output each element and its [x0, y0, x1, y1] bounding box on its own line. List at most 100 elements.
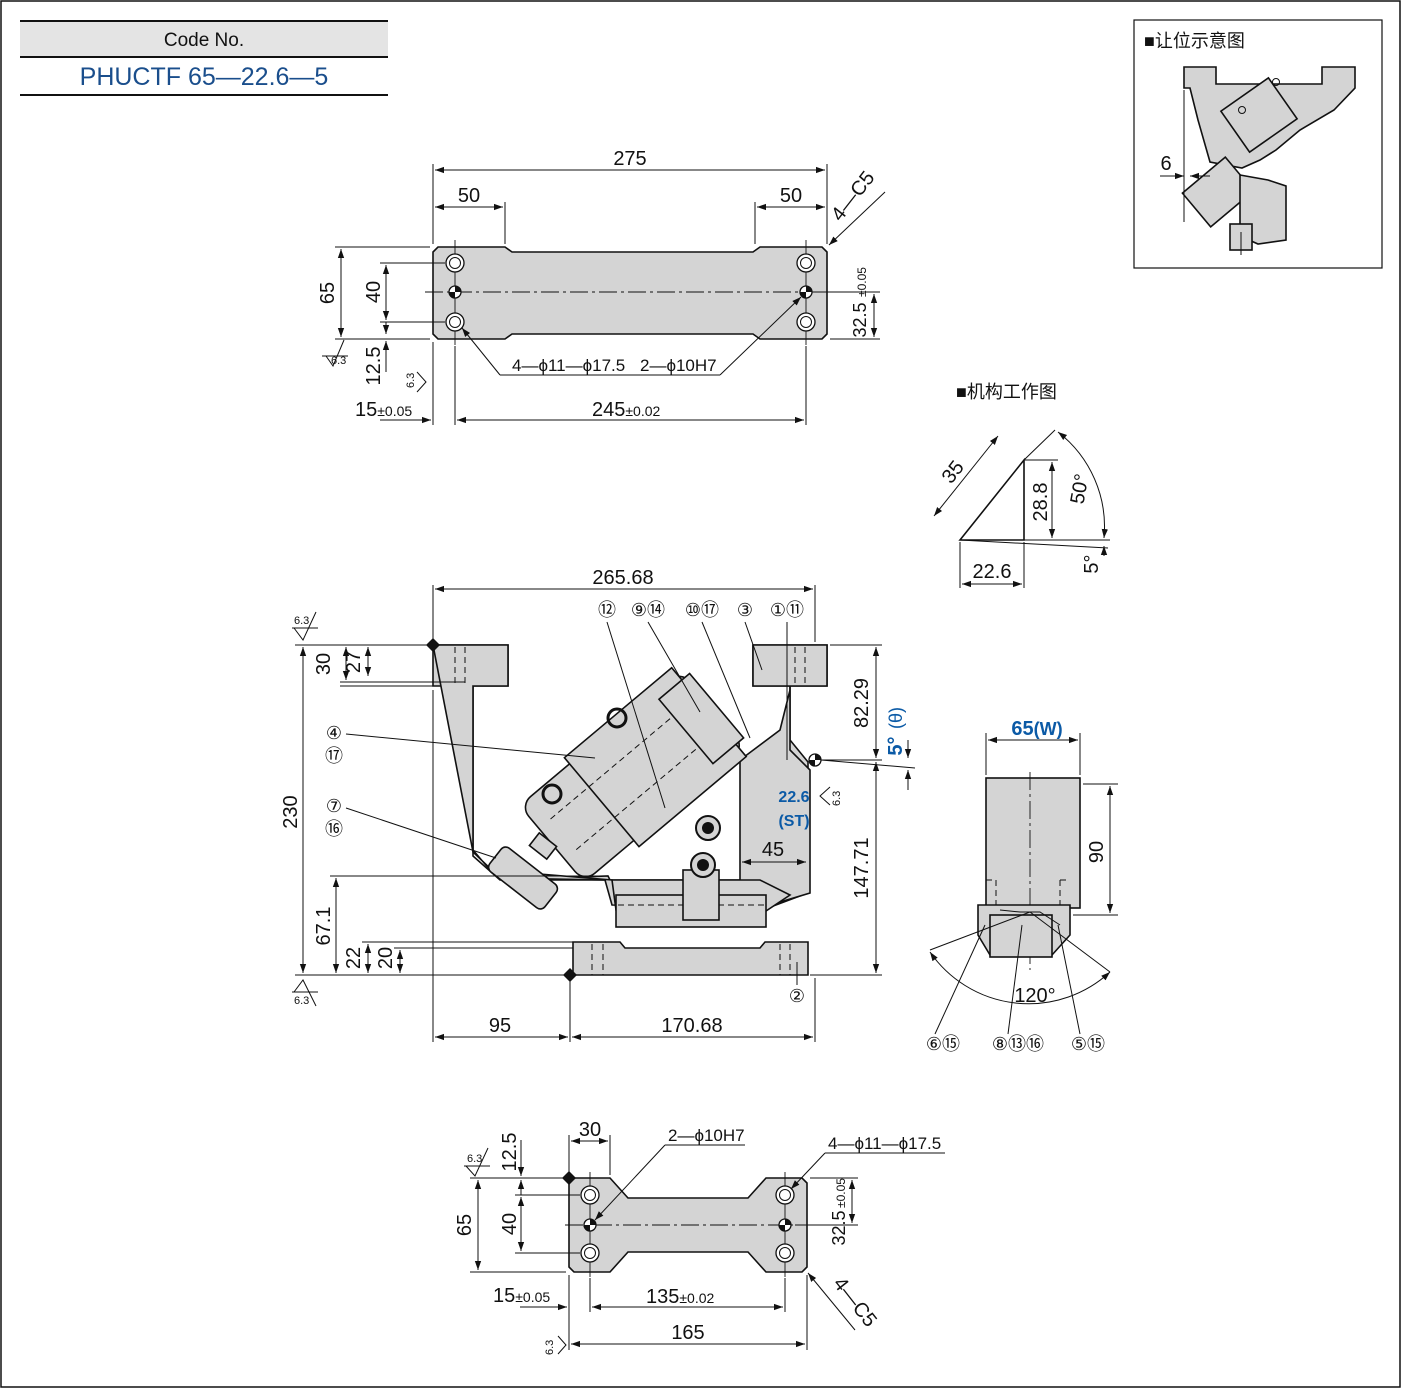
mech-angle-50: 50° — [1067, 472, 1094, 506]
front-dim-170-68: 170.68 — [661, 1015, 722, 1037]
top-dim-50-left: 50 — [458, 185, 480, 207]
callout-12: ⑫ — [598, 600, 616, 620]
callout-10-17: ⑩⑰ — [685, 600, 719, 620]
top-dim-15: 15±0.05 — [355, 399, 412, 421]
svg-text:6.3: 6.3 — [467, 1153, 482, 1165]
front-roughness-st: 6.3 — [819, 786, 843, 806]
relief-dim-6: 6 — [1160, 153, 1171, 175]
front-dim-22: 22 — [343, 947, 365, 969]
side-dim-90: 90 — [1086, 841, 1108, 863]
top-hole-bl — [445, 312, 465, 332]
bottom-dim-65: 65 — [454, 1214, 476, 1236]
top-holes-label: 4—ϕ11—ϕ17.5 — [512, 356, 625, 375]
bottom-holes-label: 4—ϕ11—ϕ17.5 — [828, 1134, 941, 1153]
callout-2: ② — [789, 986, 805, 1006]
side-callout-8-13-16: ⑧⑬⑯ — [992, 1034, 1044, 1054]
bottom-hole-bl — [580, 1243, 600, 1263]
inset-mechanism: ■机构工作图 35 28.8 22.6 50° 5° — [933, 382, 1110, 588]
bottom-dim-165: 165 — [671, 1322, 704, 1344]
top-dim-50-right: 50 — [780, 185, 802, 207]
top-pins-label: 2—ϕ10H7 — [640, 356, 717, 375]
code-table: Code No. PHUCTF 65—22.6—5 — [20, 20, 388, 96]
bottom-dim-30: 30 — [579, 1119, 601, 1141]
top-dim-275: 275 — [613, 148, 646, 170]
front-dim-27: 27 — [343, 651, 365, 673]
top-pin-right — [799, 285, 813, 299]
callout-17: ⑰ — [325, 746, 343, 766]
bottom-dim-12-5: 12.5 — [499, 1133, 521, 1172]
bottom-dim-32-5-tol: ±0.05 — [834, 1178, 848, 1208]
inset-relief: ■让位示意图 6 — [1133, 19, 1383, 269]
bottom-hole-tl — [580, 1185, 600, 1205]
front-dim-230: 230 — [280, 795, 302, 828]
top-dim-65: 65 — [317, 282, 339, 304]
svg-text:6.3: 6.3 — [294, 615, 309, 627]
front-dim-82-29: 82.29 — [851, 678, 873, 728]
front-dim-45: 45 — [762, 839, 784, 861]
top-roughness-1: 6.3 — [322, 339, 348, 368]
side-view: 65(W) 90 120° ⑥⑮ ⑧⑬⑯ ⑤⑮ — [926, 718, 1118, 1054]
bottom-roughness-2: 6.3 — [544, 1335, 567, 1355]
svg-text:6.3: 6.3 — [405, 373, 417, 388]
mech-dim-22-6: 22.6 — [973, 561, 1012, 583]
svg-text:6.3: 6.3 — [331, 355, 346, 367]
code-header: Code No. — [164, 30, 244, 51]
svg-text:6.3: 6.3 — [294, 995, 309, 1007]
bottom-roughness-1: 6.3 — [464, 1147, 490, 1177]
side-callout-6-15: ⑥⑮ — [926, 1034, 960, 1054]
front-dim-67-1: 67.1 — [313, 907, 335, 946]
front-stroke-st: (ST) — [778, 813, 809, 830]
mechanism-title: ■机构工作图 — [956, 382, 1057, 402]
top-hole-tr — [796, 253, 816, 273]
bottom-chamfer: 4—C5 — [829, 1273, 881, 1331]
inset-relief-title: ■让位示意图 — [1144, 31, 1245, 51]
callout-1-11: ①⑪ — [770, 600, 804, 620]
bottom-dim-15: 15±0.05 — [493, 1285, 550, 1307]
front-angle-5: 5° — [885, 736, 907, 755]
callout-9-14: ⑨⑭ — [631, 600, 665, 620]
code-number[interactable]: PHUCTF 65—22.6—5 — [80, 63, 329, 91]
top-dim-40: 40 — [363, 281, 385, 303]
front-callouts-top: ⑫ ⑨⑭ ⑩⑰ ③ ①⑪ — [598, 600, 804, 809]
bottom-dim-32-5: 32.5 — [829, 1210, 849, 1245]
front-roughness-top: 6.3 — [292, 611, 318, 641]
front-dim-95: 95 — [489, 1015, 511, 1037]
mech-dim-28-8: 28.8 — [1030, 483, 1052, 522]
front-roughness-bottom: 6.3 — [292, 979, 318, 1007]
bottom-dim-135: 135±0.02 — [646, 1286, 715, 1308]
bottom-hole-tr — [775, 1185, 795, 1205]
side-angle-120: 120° — [1014, 985, 1055, 1007]
top-roughness-2: 6.3 — [405, 371, 427, 393]
mech-angle-5: 5° — [1081, 554, 1103, 573]
top-dim-12-5: 12.5 — [363, 347, 385, 386]
top-dim-245: 245±0.02 — [592, 399, 661, 421]
callout-3: ③ — [737, 600, 753, 620]
top-hole-br — [796, 312, 816, 332]
front-dim-265-68: 265.68 — [592, 567, 653, 589]
front-angle-theta: (θ) — [886, 707, 906, 729]
side-callout-5-15: ⑤⑮ — [1071, 1034, 1105, 1054]
bottom-hole-br — [775, 1243, 795, 1263]
front-dim-147-71: 147.71 — [851, 837, 873, 898]
mech-dim-35: 35 — [938, 457, 969, 488]
callout-4: ④ — [326, 723, 342, 743]
front-view: 265.68 ⑫ ⑨⑭ ⑩⑰ ③ ①⑪ ④ ⑰ ⑦ ⑯ ② 230 — [280, 567, 916, 1042]
svg-text:6.3: 6.3 — [544, 1340, 556, 1355]
bottom-pins-label: 2—ϕ10H7 — [668, 1126, 745, 1145]
bottom-pin-left — [583, 1218, 597, 1232]
top-dim-32-5-tol: ±0.05 — [855, 267, 869, 297]
front-dim-20: 20 — [375, 947, 397, 969]
callout-16: ⑯ — [325, 819, 343, 839]
svg-text:6.3: 6.3 — [831, 791, 843, 806]
bottom-dim-40: 40 — [499, 1213, 521, 1235]
top-dim-32-5: 32.5 — [850, 302, 870, 337]
bottom-view: 30 65 12.5 40 2—ϕ10H7 4—ϕ11—ϕ17.5 32.5 ±… — [454, 1119, 945, 1355]
bottom-pin-right — [778, 1218, 792, 1232]
top-chamfer: 4—C5 — [827, 167, 879, 225]
front-dim-30: 30 — [313, 653, 335, 675]
callout-7: ⑦ — [326, 796, 342, 816]
top-view: 275 50 50 4—C5 65 40 12.5 32.5 ±0.05 — [317, 148, 886, 425]
top-pin-left — [448, 285, 462, 299]
